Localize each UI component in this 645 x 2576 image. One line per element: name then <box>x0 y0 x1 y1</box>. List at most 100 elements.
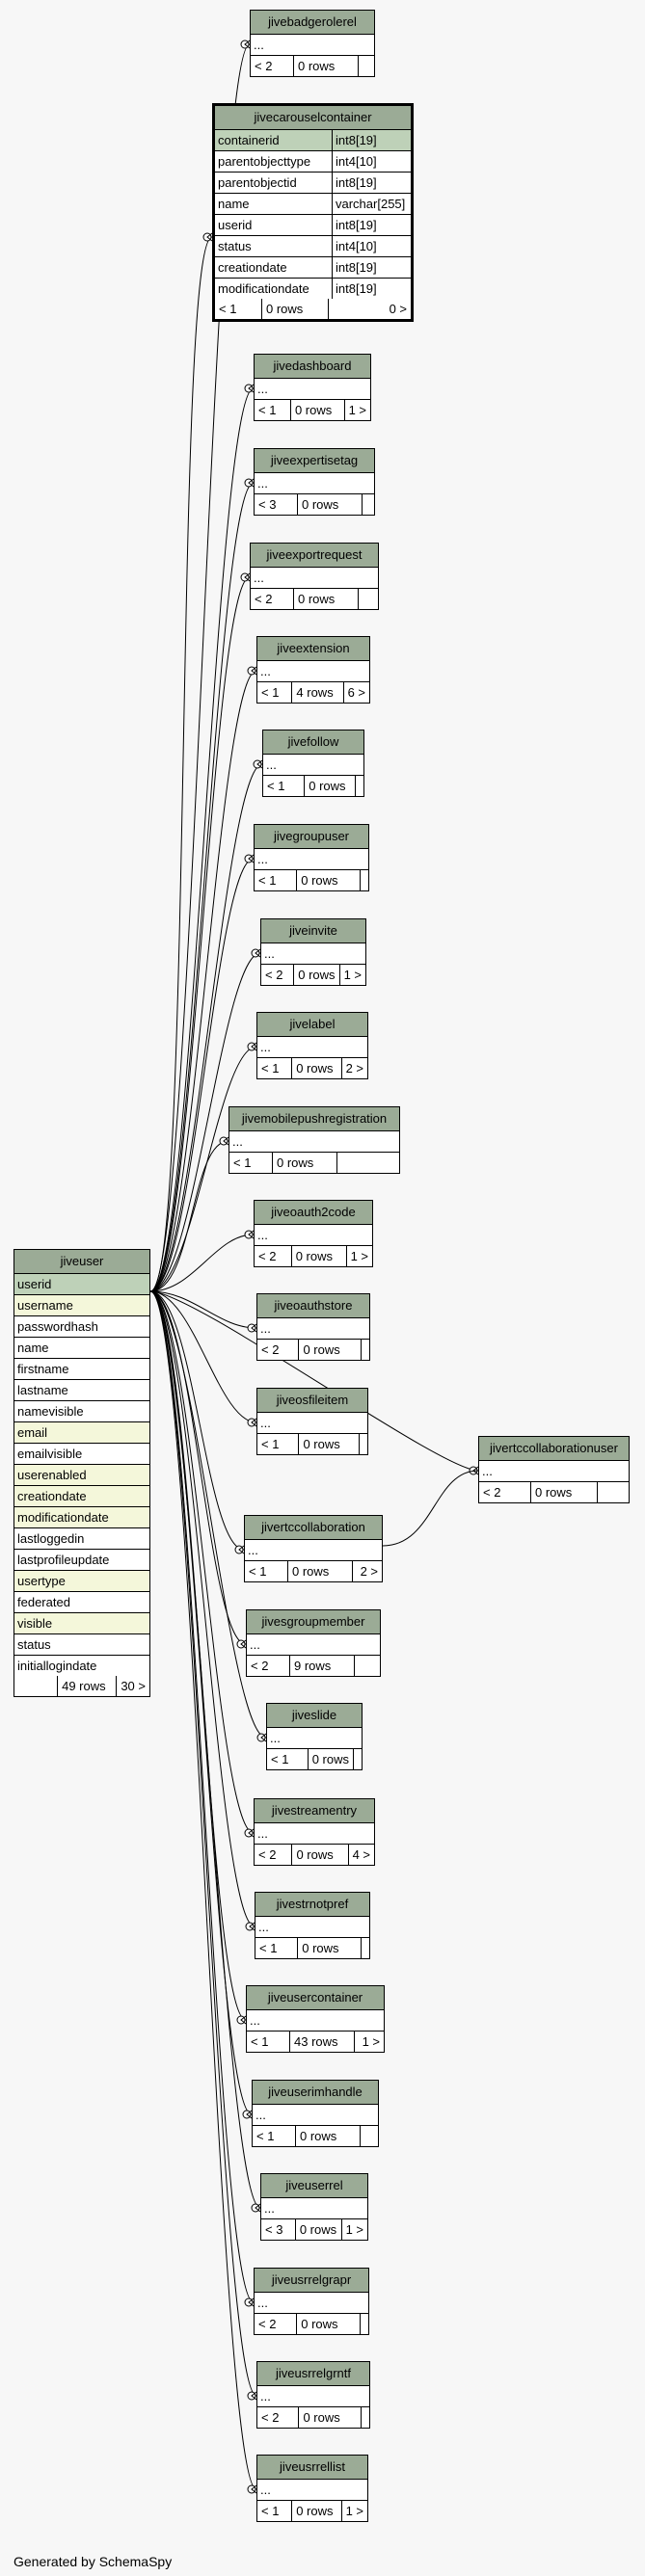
edge-crowfoot <box>248 1230 255 1239</box>
parents-count: < 1 <box>215 299 262 319</box>
edge-crowfoot <box>251 2484 257 2494</box>
column-row: visible <box>14 1613 149 1634</box>
table-title: jivestrnotpref <box>255 1893 369 1917</box>
column-name: userid <box>17 1277 52 1291</box>
column-row: federated <box>14 1592 149 1613</box>
rows-count: 0 rows <box>297 870 361 890</box>
edge-jiveuser-jivestreamentry <box>149 1290 255 1834</box>
children-count: 1 > <box>345 2504 363 2518</box>
column-name: userenabled <box>17 1468 87 1482</box>
edge-crowfoot <box>256 759 263 769</box>
table-jivertccollaborationuser[interactable]: jivertccollaborationuser ... < 2 0 rows <box>478 1436 630 1503</box>
rows-count: 0 rows <box>294 56 359 76</box>
parents-count: < 2 <box>479 1482 531 1502</box>
rows-count: 0 rows <box>291 400 345 420</box>
children-count <box>359 589 378 609</box>
column-row: lastname <box>14 1380 149 1401</box>
column-name: passwordhash <box>17 1319 98 1334</box>
ellipsis-row: ... <box>229 1131 399 1153</box>
parents-count: < 2 <box>251 56 294 76</box>
table-title: jiveusercontainer <box>247 1986 384 2010</box>
column-type: int4[10] <box>332 236 411 256</box>
edge-crowfoot <box>255 2203 261 2213</box>
edge-jiveuser-jivestrnotpref <box>149 1290 255 1927</box>
table-title: jiveusrrelgrapr <box>255 2269 368 2293</box>
column-name: lastloggedin <box>17 1531 85 1546</box>
edge-crowfoot <box>255 948 261 958</box>
ellipsis-row: ... <box>261 2198 367 2219</box>
children-count: 1 > <box>348 403 366 417</box>
ellipsis-row: ... <box>255 1225 372 1246</box>
table-title: jiveuser <box>14 1250 149 1274</box>
ellipsis-row: ... <box>253 2105 378 2126</box>
edge-jiveuser-jiveoauth2code <box>149 1234 255 1292</box>
rows-count: 0 rows <box>294 965 340 985</box>
ellipsis-row: ... <box>257 2480 367 2501</box>
rows-count: 0 rows <box>294 589 359 609</box>
column-name: username <box>17 1298 73 1313</box>
edge-rtccollaboration-rtccollaborationuser <box>382 1470 479 1547</box>
edge-jiveuser-jivecarouselcontainer <box>149 236 213 1292</box>
ellipsis-row: ... <box>247 2010 384 2032</box>
ellipsis-row: ... <box>255 379 370 400</box>
table-title: jivertccollaborationuser <box>479 1437 629 1461</box>
column-name: email <box>17 1425 48 1440</box>
column-name: parentobjectid <box>218 175 297 190</box>
column-type: varchar[255] <box>332 194 411 214</box>
column-row: firstname <box>14 1359 149 1380</box>
edge-jiveuser-jiveusrrelgrapr <box>149 1290 255 2303</box>
children-count: 2 > <box>360 1564 378 1579</box>
rows-count: 0 rows <box>309 1749 354 1769</box>
table-title: jiveexpertisetag <box>255 449 374 473</box>
ellipsis-row: ... <box>261 943 365 965</box>
edge-crowfoot <box>251 1418 257 1427</box>
parents-count: < 1 <box>257 2501 293 2521</box>
parents-count: < 2 <box>247 1656 290 1676</box>
rows-count: 0 rows <box>305 776 356 796</box>
rows-count: 0 rows <box>296 2219 342 2240</box>
table-title: jiveusrrellist <box>257 2456 367 2480</box>
column-type: int8[19] <box>332 257 411 278</box>
column-type: int8[19] <box>332 173 411 193</box>
footer-credit: Generated by SchemaSpy <box>13 2554 173 2569</box>
parents-count: < 2 <box>257 1340 300 1360</box>
edge-crowfoot <box>248 1828 255 1838</box>
edge-jiveuser-jivertccollaboration <box>149 1290 245 1551</box>
table-title: jivebadgerolerel <box>251 11 374 35</box>
rows-count: 0 rows <box>298 494 363 515</box>
rows-count: 0 rows <box>288 1561 353 1581</box>
parents-count: < 3 <box>255 494 298 515</box>
children-count: 30 > <box>121 1679 146 1693</box>
